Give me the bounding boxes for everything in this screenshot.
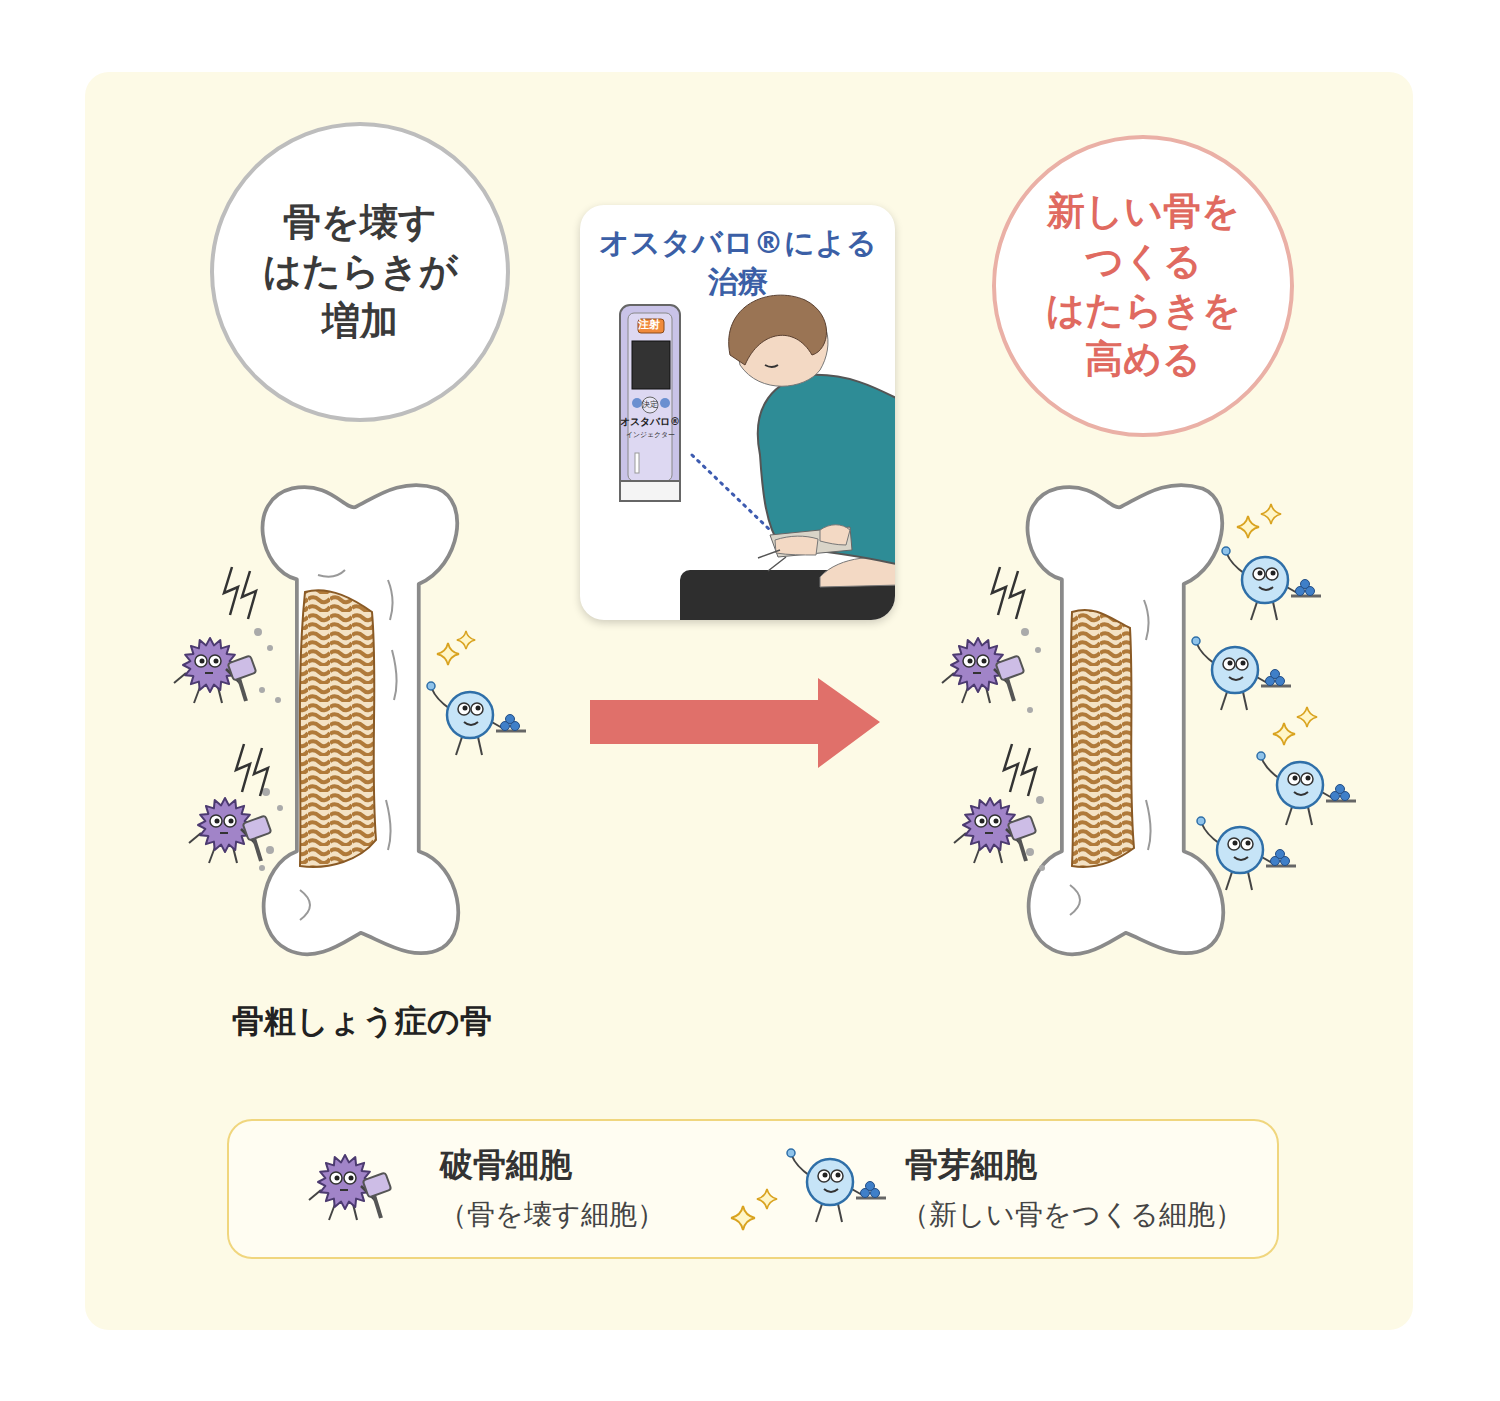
device-name: オスタバロ® xyxy=(620,416,680,428)
legend-entry: 骨芽細胞 xyxy=(905,1145,1037,1185)
bone-caption: 骨粗しょう症の骨 xyxy=(232,1002,492,1040)
device-button-label: 注射 xyxy=(638,318,660,331)
device-button-label: 決定 xyxy=(642,400,658,410)
legend-note: （新しい骨をつくる細胞） xyxy=(901,1198,1243,1232)
card-title: オスタバロ®による 治療 xyxy=(593,223,883,301)
effect-circle: 新しい骨を つくる はたらきを 高める xyxy=(992,135,1294,437)
circle-text: 新しい骨を つくる はたらきを 高める xyxy=(1038,187,1248,385)
legend-note: （骨を壊す細胞） xyxy=(439,1198,665,1232)
effect-circle: 骨を壊す はたらきが 増加 xyxy=(210,122,510,422)
legend-entry: 破骨細胞 xyxy=(440,1145,572,1185)
treatment-card: オスタバロ®による 治療 xyxy=(580,205,895,620)
circle-text: 骨を壊す はたらきが 増加 xyxy=(255,198,465,346)
device-name: インジェクター xyxy=(626,431,675,439)
